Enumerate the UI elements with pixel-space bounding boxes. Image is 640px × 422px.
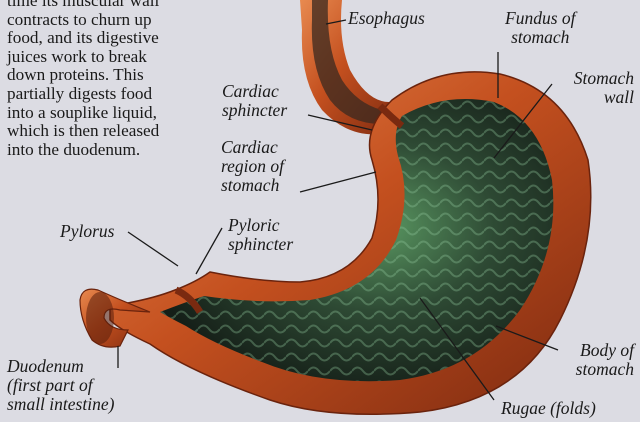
intro-line: down proteins. This xyxy=(7,66,222,85)
label-cardiac-region: Cardiac region of stomach xyxy=(221,138,284,195)
intro-line: time its muscular wall xyxy=(7,0,222,11)
label-rugae: Rugae (folds) xyxy=(501,399,596,418)
intro-line: contracts to churn up xyxy=(7,11,222,30)
intro-line: into a souplike liquid, xyxy=(7,104,222,123)
label-esophagus: Esophagus xyxy=(348,9,425,28)
label-cardiac-sphincter: Cardiac sphincter xyxy=(222,82,287,120)
intro-paragraph: time its muscular wall contracts to chur… xyxy=(7,0,222,159)
intro-line: food, and its digestive xyxy=(7,29,222,48)
intro-line: which is then released xyxy=(7,122,222,141)
label-fundus: Fundus of stomach xyxy=(505,9,576,47)
intro-line: juices work to break xyxy=(7,48,222,67)
label-stomach-wall: Stomach wall xyxy=(574,69,634,107)
label-body: Body of stomach xyxy=(576,341,634,379)
label-pyloric-sphincter: Pyloric sphincter xyxy=(228,216,293,254)
intro-line: partially digests food xyxy=(7,85,222,104)
label-duodenum: Duodenum (first part of small intestine) xyxy=(7,357,114,414)
duodenum-opening xyxy=(86,292,114,344)
label-pylorus: Pylorus xyxy=(60,222,114,241)
intro-line: into the duodenum. xyxy=(7,141,222,160)
